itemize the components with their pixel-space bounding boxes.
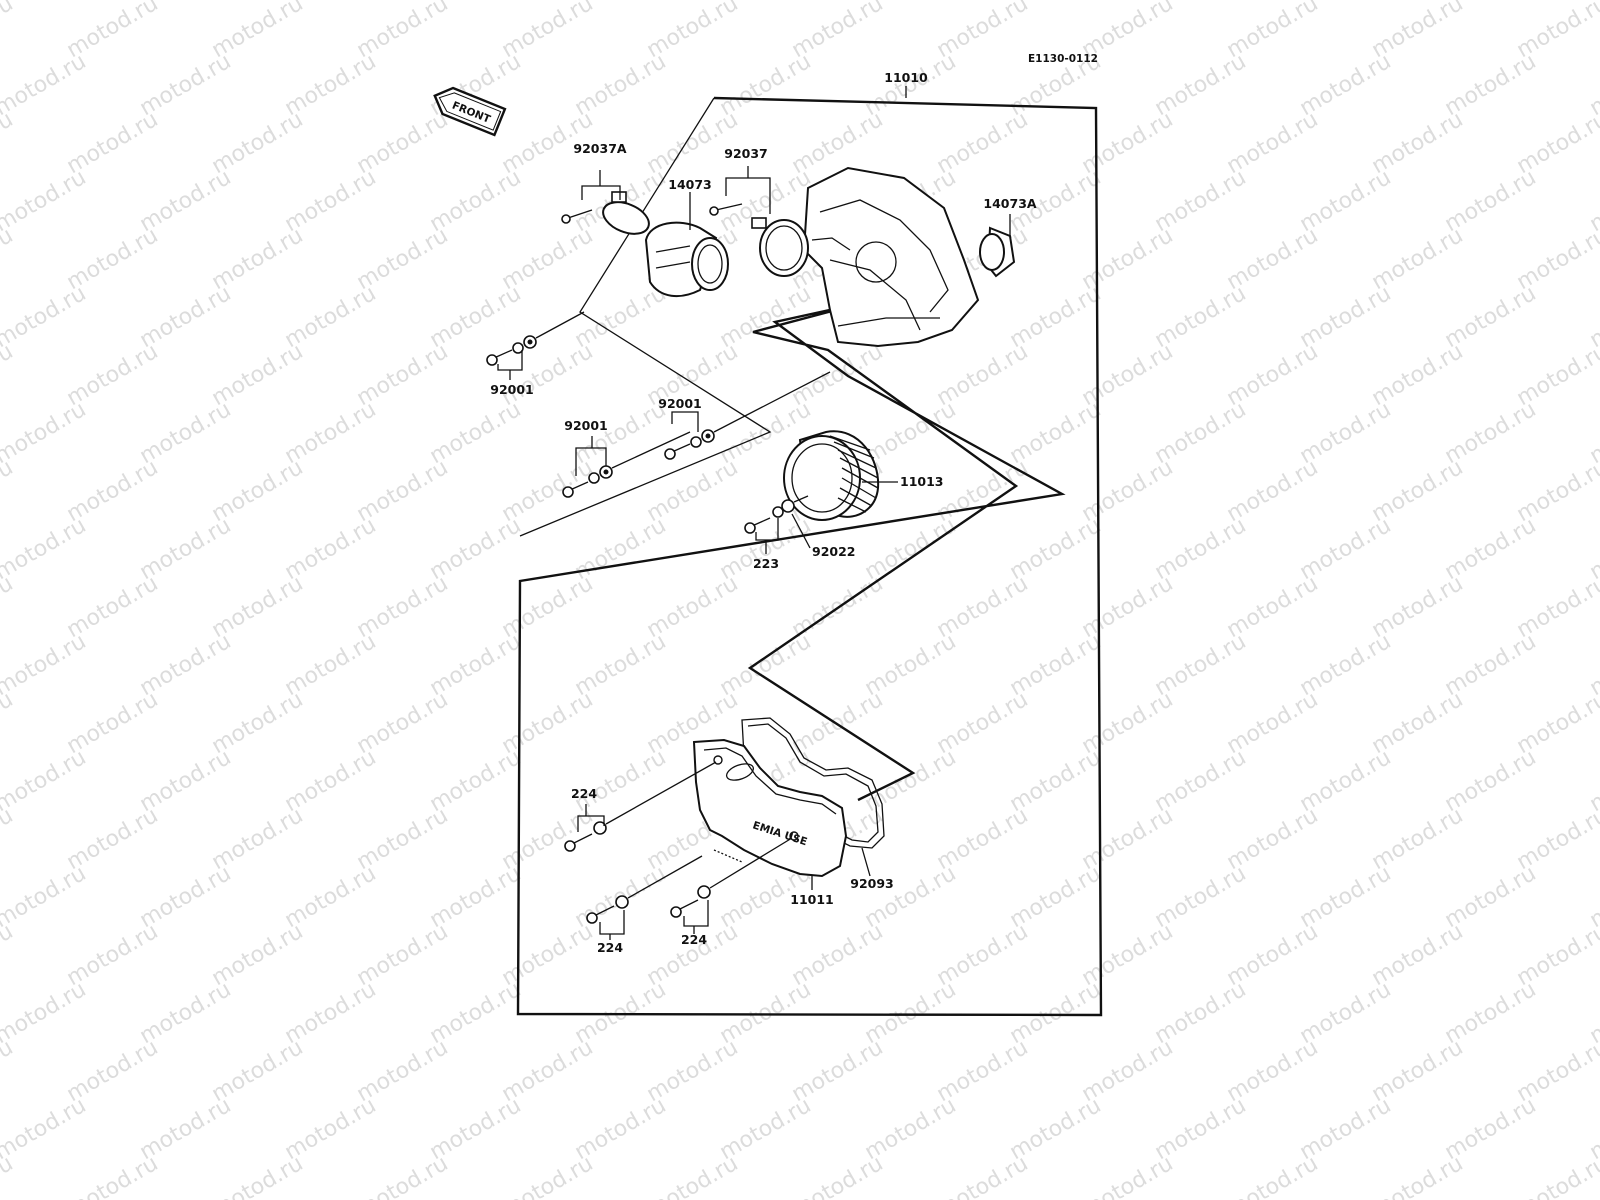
label-cover: 11011 [790,892,834,907]
leader-gasket [861,847,871,877]
watermark-text: motod.ru [1078,1151,1178,1200]
watermark-text: motod.ru [0,397,90,469]
watermark-text: motod.ru [0,803,17,875]
watermark-text: motod.ru [498,1151,598,1200]
screw-224-lower-right [670,885,711,918]
watermark-text: motod.ru [353,1151,453,1200]
leader-clamp-a [581,170,621,200]
label-bolt-top: 92001 [490,382,534,397]
watermark-text: motod.ru [0,0,90,5]
leader-screw-224-lr-ref [709,837,793,889]
watermark-text: motod.ru [0,513,90,585]
label-screw-223: 223 [753,556,779,571]
screw-92037a [561,209,593,224]
watermark-text: motod.ru [0,165,90,237]
watermark-text: motod.ru [0,977,90,1049]
clamp-92037a [602,191,650,235]
label-bolt-left: 92001 [564,418,608,433]
leader-washer [791,513,811,549]
screw-224-upper [564,821,607,852]
watermark-text: motod.ru [63,1151,163,1200]
diagram-code: E1130-0112 [1028,53,1098,65]
label-gasket: 92093 [850,876,894,891]
front-arrow-icon: FRONT [433,86,507,137]
assembly-outline-left [519,97,772,537]
label-element: 11013 [900,474,944,489]
watermark-text: motod.ru [0,1035,17,1107]
watermark-text: motod.ru [0,455,17,527]
leader-bolt-top-ref [535,311,585,339]
grommet-14073a [979,226,1016,278]
label-assembly: 11010 [884,70,928,85]
leader-screw-223 [755,518,779,554]
bolt-92001-top [486,335,537,366]
leader-screw-224-ll [599,910,625,940]
watermark-text: motod.ru [0,571,17,643]
screw-223 [744,517,771,534]
label-clamp: 92037 [724,146,768,161]
watermark-text: motod.ru [0,629,90,701]
watermark-text: motod.ru [1223,1151,1323,1200]
screw-92037 [709,203,743,216]
watermark-text: motod.ru [0,0,17,63]
air-box-housing [802,166,980,348]
watermark-text: motod.ru [933,1151,1033,1200]
label-bolt-mid: 92001 [658,396,702,411]
label-clamp-a: 92037A [573,141,626,156]
watermark-text: motod.ru [0,1151,17,1200]
watermark-text: motod.ru [0,49,90,121]
leader-bolt-top [497,350,523,380]
watermark-text: motod.ru [0,861,90,933]
leader-bolt-mid [671,411,699,432]
watermark-text: motod.ru [788,1151,888,1200]
duct-14073 [644,221,729,298]
label-screw-224-upper: 224 [571,786,597,801]
cover-11011: EMIA USE [692,738,848,878]
watermark-text: motod.ru [1368,1151,1468,1200]
leader-bolt-mid-ref [713,371,831,433]
label-screw-224-lower-left: 224 [597,940,623,955]
leader-screw-224-lr [683,900,709,934]
label-grommet: 14073A [983,196,1036,211]
watermark-text: motod.ru [1513,1151,1600,1200]
watermark-text: motod.ru [0,687,17,759]
watermark-text: motod.ru [0,919,17,991]
leader-bolt-left-ref [611,431,691,469]
bolt-92001-mid [664,429,715,460]
label-screw-224-lower-right: 224 [681,932,707,947]
watermark-text: motod.ru [0,1093,90,1165]
watermark-text: motod.ru [0,339,17,411]
label-duct: 14073 [668,177,712,192]
assembly-outline [516,96,1103,1017]
label-washer: 92022 [812,544,856,559]
clamp-92037 [751,217,809,277]
leader-clamp [725,166,771,214]
watermark-text: motod.ru [0,107,17,179]
watermark-text: motod.ru [208,1151,308,1200]
bolt-92001-left [562,465,613,498]
leader-screw-224-ll-ref [627,855,703,899]
leader-screw-224-upper [577,804,605,832]
leader-washer-ref [793,495,809,503]
screw-224-lower-left [586,895,629,924]
watermark-text: motod.ru [0,223,17,295]
watermark-text: motod.ru [0,281,90,353]
washer-92022 [772,499,795,518]
leader-screw-224-upper-ref [605,761,717,825]
watermark-text: motod.ru [643,1151,743,1200]
filter-element-11013 [783,430,880,521]
watermark-text: motod.ru [0,745,90,817]
leader-bolt-left [575,436,607,476]
